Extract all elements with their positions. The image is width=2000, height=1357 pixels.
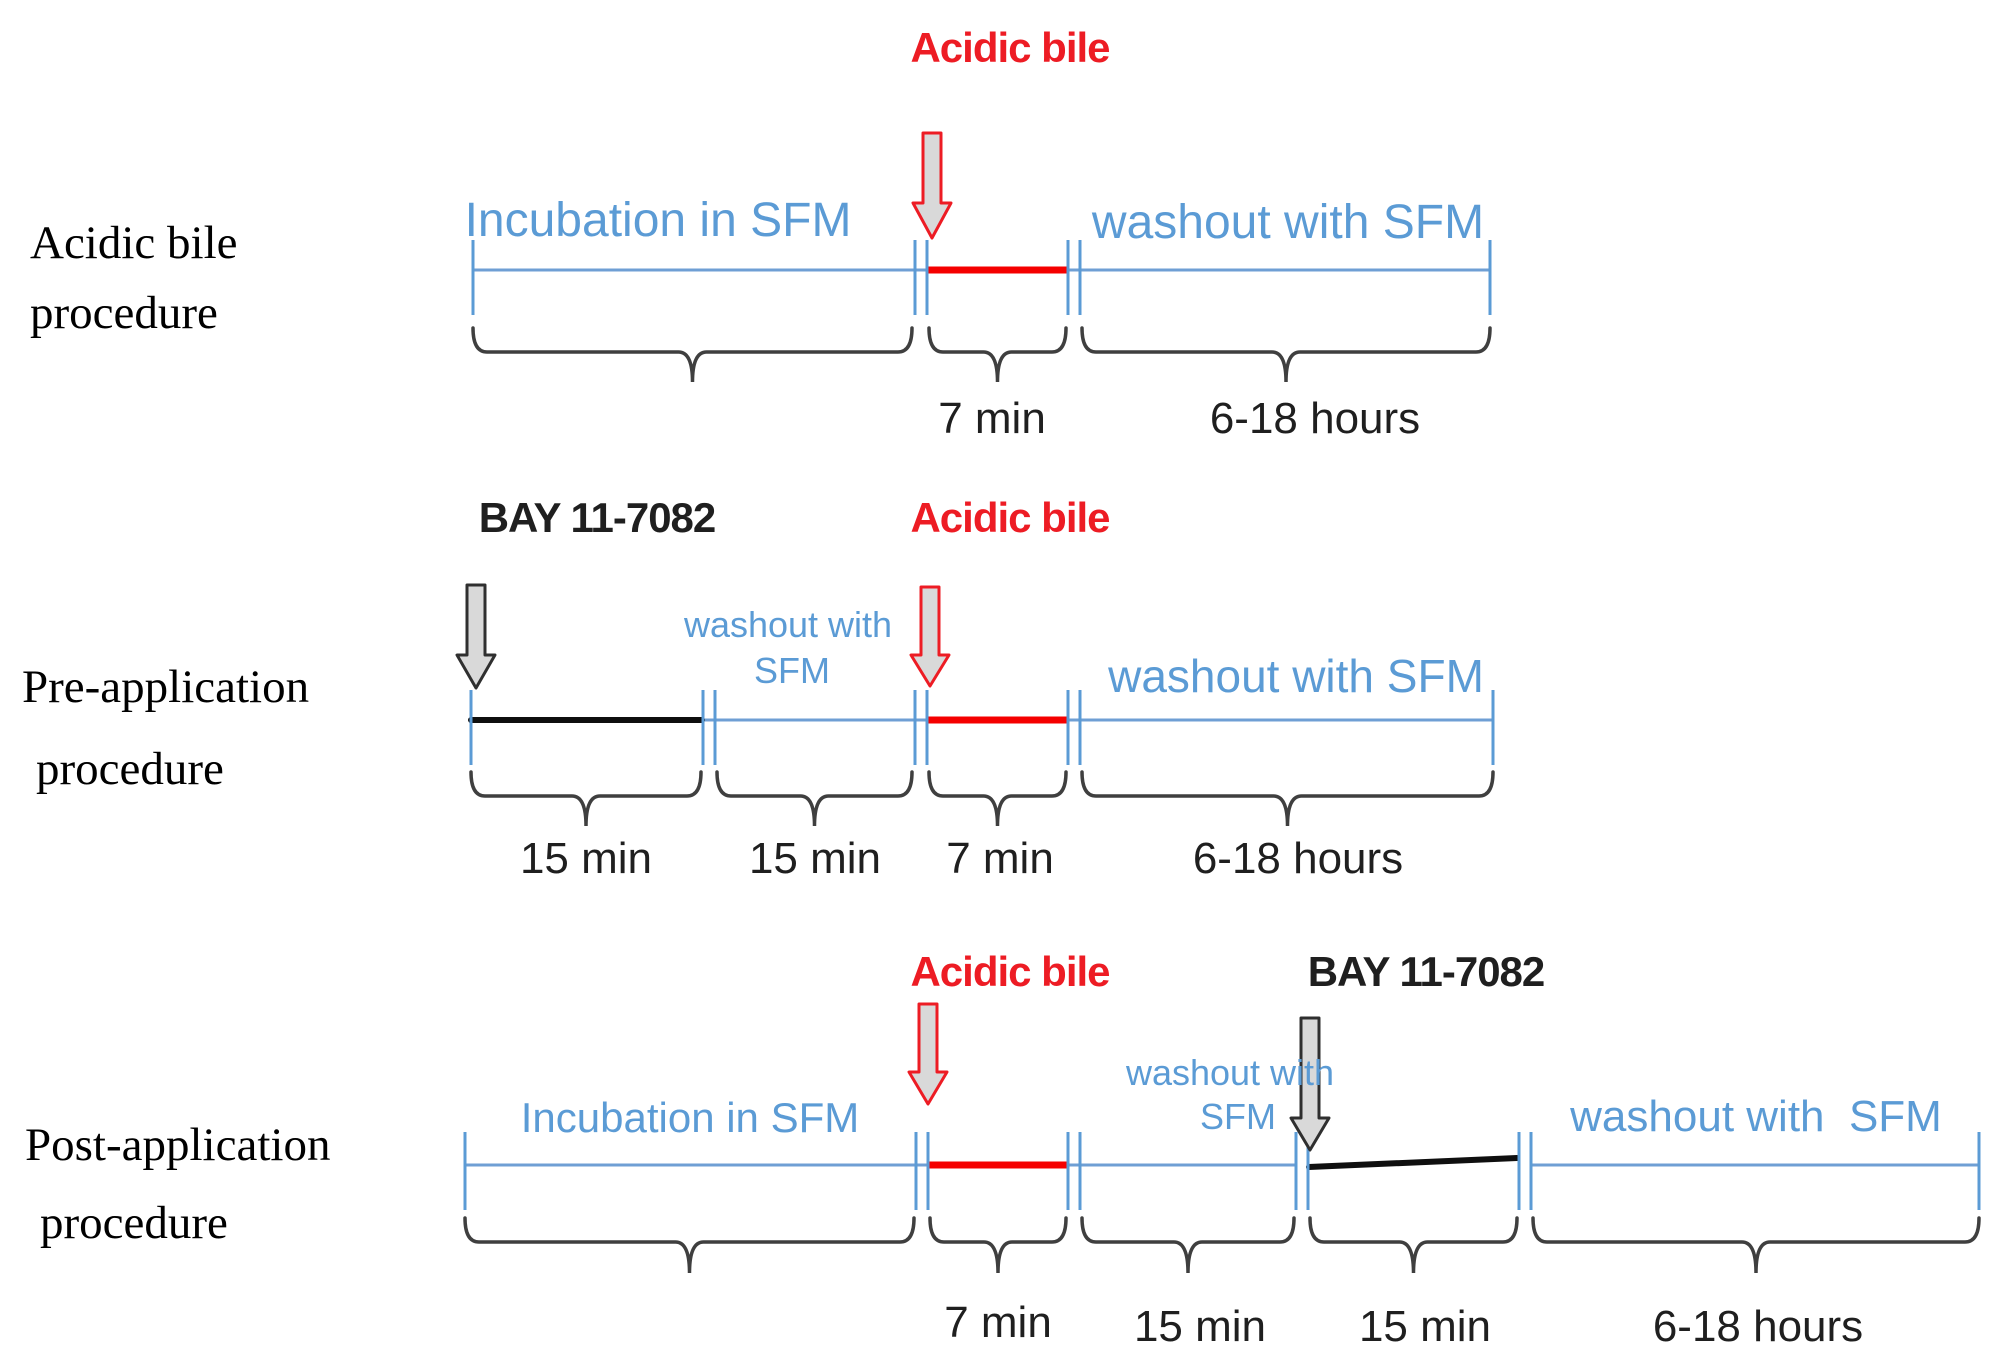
row3-brace: [928, 1216, 1068, 1274]
row3-washout-label: washout with SFM: [1570, 1092, 1942, 1141]
row2-acidic-bile-label: Acidic bile: [910, 494, 1110, 541]
row3-time-15min-2: 15 min: [1358, 1302, 1492, 1351]
row2-brace: [1080, 770, 1495, 827]
row3-brace: [463, 1216, 916, 1274]
row2-bay-label: BAY 11-7082: [478, 494, 717, 541]
row1-time-6-18hours: 6-18 hours: [1209, 394, 1421, 443]
row3-side-label-line2: procedure: [40, 1197, 228, 1249]
row2-washout-small-line1: washout with: [683, 604, 893, 645]
row3-washout-small-line2: SFM: [1200, 1096, 1276, 1137]
row3-side-label-line1: Post-application: [25, 1119, 331, 1171]
row3-acidic-bile-arrow-icon: [907, 1002, 949, 1106]
row1-brace: [927, 326, 1068, 383]
row1-time-7min: 7 min: [938, 394, 1046, 443]
row2-side-label-line2: procedure: [36, 743, 224, 795]
row1-acidic-bile-arrow-icon: [911, 131, 953, 240]
row1-side-label-line1: Acidic bile: [30, 217, 238, 269]
row1-acidic-bile-label: Acidic bile: [910, 24, 1110, 71]
row2-time-7min: 7 min: [946, 834, 1054, 883]
row1-side-label-line2: procedure: [30, 287, 218, 339]
row2-acidic-bile-arrow-icon: [909, 585, 951, 688]
row3-acidic-bile-label: Acidic bile: [910, 948, 1110, 995]
row2-time-15min-2: 15 min: [748, 834, 882, 883]
row3-brace: [1531, 1216, 1981, 1274]
row2-time-15min-1: 15 min: [519, 834, 653, 883]
row3-time-6-18hours: 6-18 hours: [1652, 1302, 1864, 1351]
row3-bay-arrow-icon: [1289, 1016, 1331, 1152]
row1-washout-label: washout with SFM: [1091, 196, 1485, 249]
row3-brace: [1080, 1216, 1296, 1274]
row1-brace: [471, 326, 914, 383]
row3-time-15min-1: 15 min: [1133, 1302, 1267, 1351]
row1-incubation-label: Incubation in SFM: [464, 194, 852, 247]
row3-brace: [1308, 1216, 1519, 1274]
row3-washout-small-line1: washout with: [1125, 1052, 1335, 1093]
row2-bay-arrow-icon: [455, 583, 497, 690]
row3-bay-segment: [1306, 1155, 1520, 1170]
row1-brace: [1080, 326, 1492, 383]
row2-time-6-18hours: 6-18 hours: [1192, 834, 1404, 883]
row3-bay-label: BAY 11-7082: [1307, 948, 1546, 995]
row3-time-7min: 7 min: [944, 1298, 1052, 1347]
row2-washout-label: washout with SFM: [1108, 650, 1484, 702]
row3-incubation-label: Incubation in SFM: [520, 1094, 860, 1141]
row2-washout-small-line2: SFM: [754, 650, 830, 691]
row2-brace: [469, 770, 703, 827]
row2-brace: [715, 770, 914, 827]
row2-side-label-line1: Pre-application: [22, 661, 310, 713]
row2-brace: [927, 770, 1068, 827]
